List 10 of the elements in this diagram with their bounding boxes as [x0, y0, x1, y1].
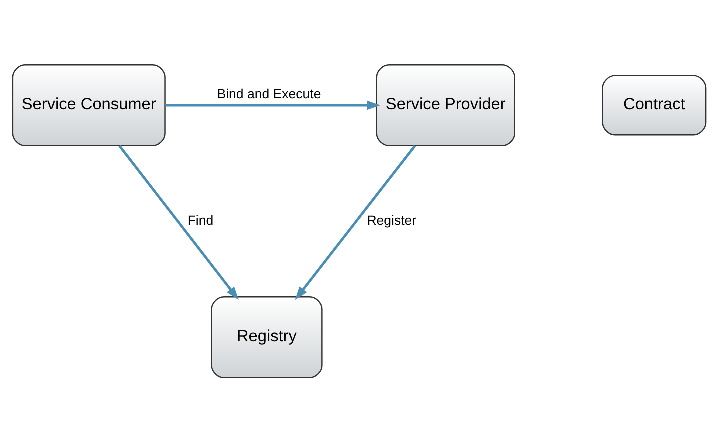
node-box: Service Consumer [12, 64, 166, 146]
edge-label: Bind and Execute [217, 86, 322, 102]
node-box: Service Provider [376, 64, 516, 146]
edge-label: Register [367, 212, 417, 228]
arrow [166, 100, 381, 110]
node-box: Contract [602, 75, 707, 136]
arrow [295, 145, 416, 300]
edge-label: Find [188, 212, 214, 228]
node-box: Registry [211, 296, 323, 379]
arrow [118, 145, 239, 300]
